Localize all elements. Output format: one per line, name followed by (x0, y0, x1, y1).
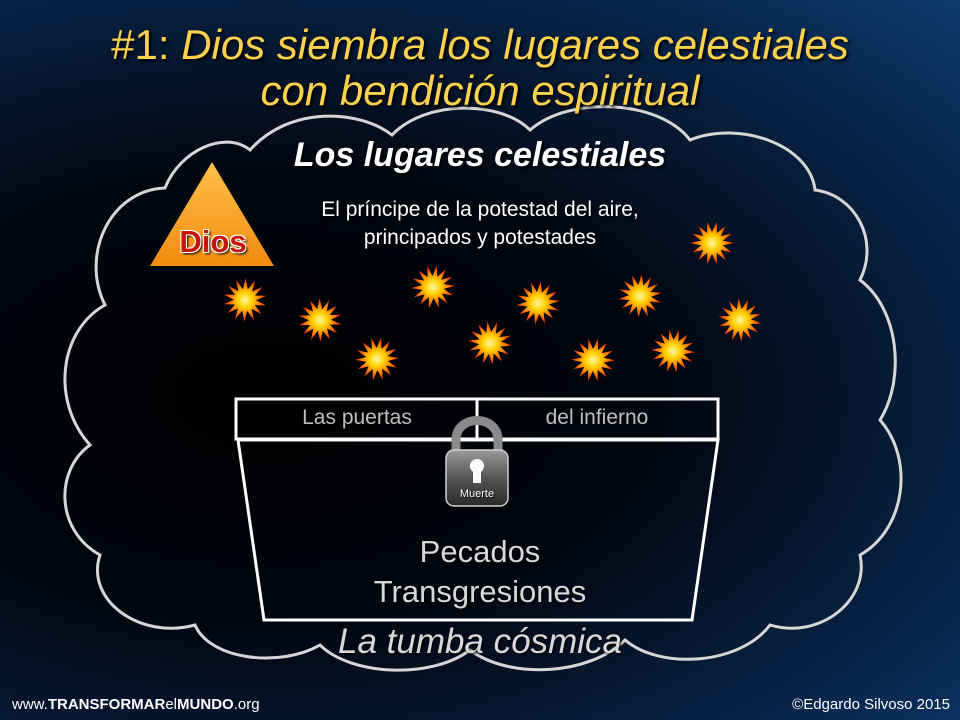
footer-url-prefix: www. (12, 696, 48, 713)
title-line-2: con bendición espiritual (260, 67, 700, 114)
cosmic-tomb (236, 438, 720, 622)
footer-url: www.TRANSFORMARelMUNDO.org (12, 696, 260, 713)
explosion-burst-icon (690, 221, 734, 265)
title-text-1: Dios siembra los lugares celestiales (181, 21, 849, 68)
slide-title: #1: Dios siembra los lugares celestiales… (0, 22, 960, 114)
powers-line-1: El príncipe de la potestad del aire, (321, 198, 639, 221)
explosion-burst-icon (516, 281, 560, 325)
tomb-contents: Pecados Transgresiones (260, 532, 700, 612)
powers-text: El príncipe de la potestad del aire, pri… (230, 196, 730, 252)
burst-group (223, 221, 762, 382)
footer-url-suffix: .org (233, 696, 260, 713)
explosion-burst-icon (718, 298, 762, 342)
footer-url-bold-1: TRANSFORMAR (47, 696, 166, 713)
explosion-burst-icon (618, 274, 662, 318)
god-triangle (150, 162, 274, 266)
gates-label-left: Las puertas (302, 406, 412, 429)
cloud-title: Los lugares celestiales (293, 136, 667, 174)
explosion-burst-icon (571, 338, 615, 382)
footer-url-bold-2: MUNDO (177, 696, 234, 713)
padlock-icon (445, 416, 509, 507)
explosion-burst-icon (651, 329, 695, 373)
explosion-burst-icon (411, 265, 455, 309)
lock-label: Muerte (459, 488, 495, 500)
explosion-burst-icon (223, 278, 267, 322)
explosion-burst-icon (355, 337, 399, 381)
title-number: #1: (111, 21, 170, 68)
title-line-1: #1: Dios siembra los lugares celestiales (0, 22, 960, 68)
tomb-line-sins: Pecados (419, 534, 541, 569)
footer-url-mid: el (165, 696, 178, 713)
god-label: Dios (179, 224, 247, 259)
tomb-line-transgressions: Transgresiones (373, 574, 587, 609)
explosion-burst-icon (468, 321, 512, 365)
tomb-name: La tumba cósmica (337, 622, 623, 661)
heavenly-places-cloud (63, 105, 903, 672)
gates-label-right: del infierno (545, 406, 649, 429)
powers-line-2: principados y potestades (363, 226, 597, 249)
footer-copyright: ©Edgardo Silvoso 2015 (792, 696, 950, 713)
explosion-burst-icon (298, 298, 342, 342)
